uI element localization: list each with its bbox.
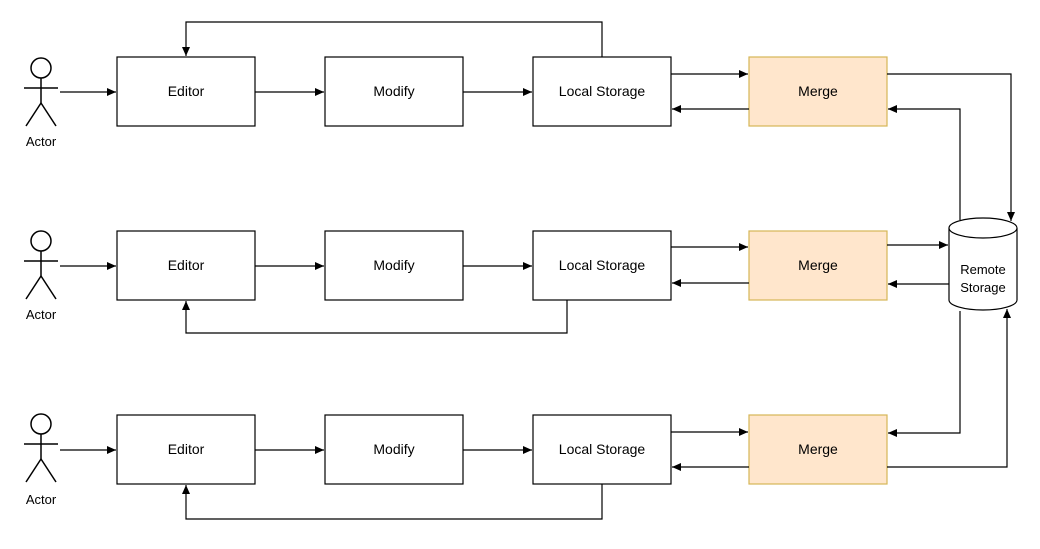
arrow-local2-editor2 (182, 300, 568, 334)
actor-1[interactable] (24, 57, 58, 127)
actor-2-head (30, 230, 52, 252)
connectors (60, 21, 1015, 520)
remote-storage-cylinder[interactable] (948, 217, 1018, 311)
arrow-remote-merge1 (888, 105, 961, 220)
merge-box-2[interactable] (748, 230, 888, 301)
remote-storage-label-line2: Storage (960, 280, 1006, 295)
merge-box-1[interactable] (748, 56, 888, 127)
merge-box-3[interactable] (748, 414, 888, 485)
actor-2[interactable] (24, 230, 58, 300)
modify-label-2: Modify (373, 257, 414, 273)
editor-label-1: Editor (168, 83, 205, 99)
arrow-local3-editor3 (182, 484, 603, 520)
modify-box-1[interactable] (324, 56, 464, 127)
local-storage-label-2: Local Storage (559, 257, 646, 273)
actor-1-head (30, 57, 52, 79)
modify-label-1: Modify (373, 83, 414, 99)
actor-3-head (30, 413, 52, 435)
arrow-local1-editor1 (182, 21, 603, 57)
arrow-remote-merge3 (888, 311, 961, 437)
remote-storage-label-line1: Remote (960, 262, 1006, 277)
local-storage-box-3[interactable] (532, 414, 672, 485)
arrow-merge3-remote (887, 309, 1011, 468)
editor-box-2[interactable] (116, 230, 256, 301)
modify-box-3[interactable] (324, 414, 464, 485)
merge-label-1: Merge (798, 83, 838, 99)
merge-label-3: Merge (798, 441, 838, 457)
arrow-merge1-remote (887, 73, 1015, 221)
editor-box-3[interactable] (116, 414, 256, 485)
modify-box-2[interactable] (324, 230, 464, 301)
local-storage-box-2[interactable] (532, 230, 672, 301)
editor-label-3: Editor (168, 441, 205, 457)
actor-3-label: Actor (26, 492, 57, 507)
editor-label-2: Editor (168, 257, 205, 273)
actor-1-label: Actor (26, 134, 57, 149)
local-storage-label-3: Local Storage (559, 441, 646, 457)
merge-label-2: Merge (798, 257, 838, 273)
actor-2-label: Actor (26, 307, 57, 322)
local-storage-box-1[interactable] (532, 56, 672, 127)
local-storage-label-1: Local Storage (559, 83, 646, 99)
editor-box-1[interactable] (116, 56, 256, 127)
modify-label-3: Modify (373, 441, 414, 457)
actor-3[interactable] (24, 413, 58, 483)
